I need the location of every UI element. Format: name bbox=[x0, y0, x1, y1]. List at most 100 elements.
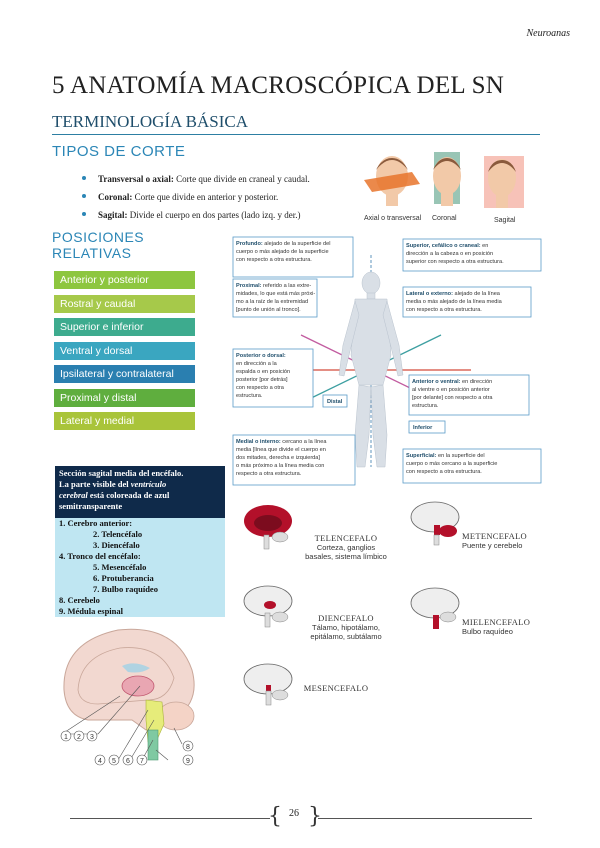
brain-metencefalo-icon bbox=[410, 501, 460, 546]
position-chip-ventral-dorsal: Ventral y dorsal bbox=[54, 341, 195, 360]
list-item: 4. Tronco del encéfalo: bbox=[59, 551, 141, 561]
svg-text:Superficial: en la superficie: Superficial: en la superficie del bbox=[406, 453, 485, 459]
list-item: 7. Bulbo raquídeo bbox=[93, 584, 158, 594]
box-profundo bbox=[232, 236, 354, 278]
axial-head-figure bbox=[364, 156, 420, 206]
box-proximal bbox=[232, 278, 318, 318]
position-chip-anterior-posterior: Anterior y posterior bbox=[54, 271, 195, 289]
svg-text:9: 9 bbox=[186, 758, 190, 765]
svg-text:respecto a otra estructura.: respecto a otra estructura. bbox=[236, 471, 302, 477]
plane-label-axial: Axial o transversal bbox=[364, 215, 422, 222]
svg-text:estructura.: estructura. bbox=[412, 403, 439, 409]
svg-text:espalda o en posición: espalda o en posición bbox=[236, 369, 290, 375]
plane-label-coronal: Coronal bbox=[432, 215, 457, 222]
list-item: 5. Mesencéfalo bbox=[93, 562, 147, 572]
box-superior bbox=[402, 238, 542, 272]
position-chip-superior-inferior: Superior e inferior bbox=[54, 318, 195, 336]
svg-text:4: 4 bbox=[98, 758, 102, 765]
svg-text:Medial o interno: cercano a la: Medial o interno: cercano a la línea bbox=[236, 439, 327, 445]
list-item: Coronal: Corte que divide en anterior y … bbox=[82, 188, 310, 206]
svg-text:media o más alejado de la líne: media o más alejado de la línea media bbox=[406, 299, 503, 305]
list-item: 3. Diencéfalo bbox=[93, 540, 140, 550]
svg-text:con respecto a otra estructura: con respecto a otra estructura. bbox=[406, 307, 482, 313]
svg-text:Inferior: Inferior bbox=[413, 425, 433, 431]
svg-text:estructura.: estructura. bbox=[236, 393, 263, 399]
svg-text:2: 2 bbox=[77, 734, 81, 741]
footer-bracket-left: { bbox=[268, 804, 282, 829]
body-planes-illustration: Axial o transversal Coronal Sagital bbox=[364, 152, 524, 224]
svg-text:con respecto a otra: con respecto a otra bbox=[236, 385, 285, 391]
svg-text:3: 3 bbox=[90, 734, 94, 741]
position-chip-ipsilateral-contralateral: Ipsilateral y contralateral bbox=[54, 365, 195, 383]
list-item: 6. Protuberancia bbox=[93, 573, 154, 583]
box-anterior bbox=[408, 374, 530, 416]
svg-text:cuerpo o más cercano a la supe: cuerpo o más cercano a la superficie bbox=[406, 461, 497, 467]
label-metencefalo: METENCEFALO Puente y cerebelo bbox=[462, 531, 527, 550]
svg-text:8: 8 bbox=[186, 744, 190, 751]
brain-mesencefalo-icon bbox=[243, 663, 293, 706]
list-item: 9. Médula espinal bbox=[59, 606, 123, 616]
brain-mielencefalo-icon bbox=[410, 587, 460, 629]
list-item: 8. Cerebelo bbox=[59, 595, 100, 605]
footer-bracket-right: } bbox=[308, 804, 322, 829]
list-item: 2. Telencéfalo bbox=[93, 529, 143, 539]
svg-text:Profundo: alejado de la superf: Profundo: alejado de la superficie del bbox=[236, 241, 331, 247]
svg-text:1: 1 bbox=[64, 734, 68, 741]
brain-telencefalo-icon bbox=[244, 505, 292, 550]
svg-text:con respecto a otra estructura: con respecto a otra estructura. bbox=[236, 257, 312, 263]
box-posterior bbox=[232, 348, 314, 408]
cuts-title: TIPOS DE CORTE bbox=[52, 143, 186, 160]
box-distal bbox=[322, 394, 348, 408]
svg-text:[punto de unión al tronco].: [punto de unión al tronco]. bbox=[236, 307, 301, 313]
svg-text:cuerpo o más alejado de la sup: cuerpo o más alejado de la superficie bbox=[236, 249, 329, 255]
position-chip-lateral-medial: Lateral y medial bbox=[54, 412, 195, 430]
position-chip-rostral-caudal: Rostral y caudal bbox=[54, 294, 195, 313]
svg-text:6: 6 bbox=[126, 758, 130, 765]
coronal-head-figure bbox=[433, 152, 461, 206]
list-item: Transversal o axial: Corte que divide en… bbox=[82, 170, 310, 188]
svg-text:Lateral o externo: alejado de: Lateral o externo: alejado de la línea bbox=[406, 291, 501, 297]
brain-parts-list: 1. Cerebro anterior: 2. Telencéfalo 3. D… bbox=[55, 518, 225, 617]
position-chip-proximal-distal: Proximal y distal bbox=[54, 388, 195, 407]
plane-label-sagittal: Sagital bbox=[494, 217, 516, 224]
box-superficial bbox=[402, 448, 542, 484]
svg-text:Distal: Distal bbox=[327, 399, 343, 405]
footer-rule-left bbox=[70, 818, 270, 819]
section-divider bbox=[52, 134, 540, 135]
svg-text:posterior [por detrás]: posterior [por detrás] bbox=[236, 377, 288, 383]
svg-text:Posterior o dorsal:: Posterior o dorsal: bbox=[236, 353, 286, 359]
positions-list: Anterior y posterior Rostral y caudal Su… bbox=[54, 271, 195, 436]
svg-text:[por delante] con respecto a o: [por delante] con respecto a otra bbox=[412, 395, 493, 401]
label-telencefalo: TELENCEFALO Corteza, ganglios basales, s… bbox=[305, 533, 387, 561]
list-item: 1. Cerebro anterior: bbox=[59, 518, 133, 528]
svg-text:dos mitades, derecha e izquier: dos mitades, derecha e izquierda] bbox=[236, 455, 320, 461]
sagittal-head-figure bbox=[484, 156, 524, 208]
brain-regions-figure: TELENCEFALO Corteza, ganglios basales, s… bbox=[240, 495, 540, 725]
human-figure bbox=[338, 271, 404, 468]
brain-section-caption: Sección sagital media del encéfalo. La p… bbox=[55, 466, 225, 518]
list-item: Sagital: Divide el cuerpo en dos partes … bbox=[82, 206, 310, 224]
box-inferior bbox=[408, 420, 446, 434]
svg-text:o más próximo a la línea media: o más próximo a la línea media con bbox=[236, 463, 324, 469]
svg-text:mo a la raíz de la extremidad: mo a la raíz de la extremidad bbox=[236, 299, 308, 305]
footer-rule-right bbox=[318, 818, 532, 819]
running-header: Neuroanas bbox=[526, 28, 570, 39]
svg-text:con respecto a otra estructura: con respecto a otra estructura. bbox=[406, 469, 482, 475]
svg-text:al vientre o en posición anter: al vientre o en posición anterior bbox=[412, 387, 490, 393]
brain-diencefalo-icon bbox=[243, 585, 293, 628]
body-position-diagram: .bx { fill:#fff; stroke:#5a9bc8; stroke-… bbox=[232, 236, 542, 486]
svg-text:en dirección a la: en dirección a la bbox=[236, 361, 278, 367]
label-mielencefalo: MIELENCEFALO Bulbo raquídeo bbox=[462, 617, 531, 636]
sagittal-brain-diagram: 1 2 3 4 5 6 7 8 9 bbox=[60, 628, 195, 766]
svg-text:superior con respecto a otra e: superior con respecto a otra estructura. bbox=[406, 259, 504, 265]
svg-text:Anterior o ventral: en direcci: Anterior o ventral: en dirección bbox=[412, 379, 492, 385]
section-title: TERMINOLOGÍA BÁSICA bbox=[52, 112, 248, 131]
box-lateral bbox=[402, 286, 532, 318]
label-mesencefalo: MESENCEFALO bbox=[303, 683, 369, 693]
page-number: 26 bbox=[289, 808, 299, 819]
positions-title: POSICIONES RELATIVAS bbox=[52, 229, 145, 261]
label-diencefalo: DIENCEFALO Tálamo, hipotálamo, epitálamo… bbox=[310, 613, 382, 641]
svg-text:7: 7 bbox=[140, 758, 144, 765]
cuts-list: Transversal o axial: Corte que divide en… bbox=[82, 170, 310, 224]
svg-text:media [línea que divide el cue: media [línea que divide el cuerpo en bbox=[236, 447, 326, 453]
